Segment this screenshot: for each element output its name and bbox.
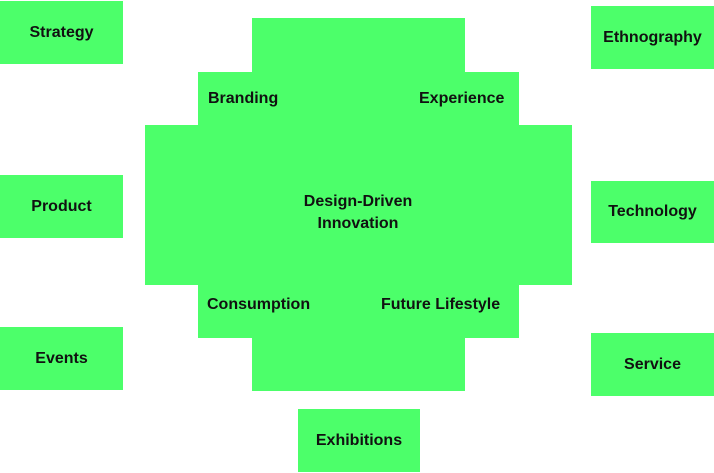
central-shape-top-block [252, 18, 465, 72]
events-label: Events [35, 349, 88, 367]
service-box: Service [591, 333, 714, 396]
technology-box: Technology [591, 181, 714, 243]
central-shape-lower-block [198, 284, 519, 338]
exhibitions-label: Exhibitions [315, 431, 403, 449]
events-box: Events [0, 327, 123, 390]
center-title: Design-Driven Innovation [258, 191, 458, 235]
central-shape-upper-block [198, 72, 519, 126]
ethnography-box: Ethnography [591, 6, 714, 69]
ethnography-label: Ethnography [603, 28, 702, 46]
product-box: Product [0, 175, 123, 238]
strategy-label: Strategy [29, 23, 94, 41]
center-title-line1: Design-Driven [303, 193, 413, 210]
strategy-box: Strategy [0, 1, 123, 64]
product-label: Product [31, 197, 92, 215]
central-shape-bottom-block [252, 337, 465, 391]
branding-label: Branding [208, 90, 279, 107]
service-label: Service [624, 355, 681, 373]
consumption-label: Consumption [207, 296, 311, 313]
experience-label: Experience [419, 90, 505, 107]
exhibitions-box: Exhibitions [298, 409, 420, 472]
center-title-line2: Innovation [317, 215, 399, 232]
future-lifestyle-label: Future Lifestyle [381, 296, 501, 313]
technology-label: Technology [608, 203, 697, 220]
central-shape-middle-block [145, 125, 572, 285]
